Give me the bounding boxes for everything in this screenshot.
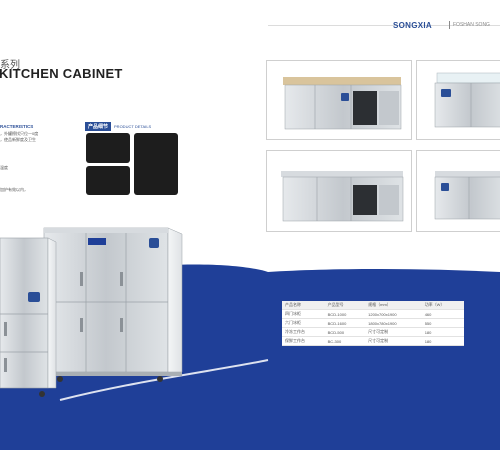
series-title-cn: 系列 xyxy=(0,60,20,71)
detail-photo-2 xyxy=(134,133,178,195)
detail-photo-1 xyxy=(86,133,130,163)
table-cell: 460 xyxy=(421,309,464,319)
product-card-2 xyxy=(416,60,500,140)
brand-separator xyxy=(449,21,450,29)
table-row: 六门冰柜 BCD-1600 1800x780x1900 550 xyxy=(282,318,464,328)
table-cell: BCD-1600 xyxy=(324,318,366,328)
product-card-1 xyxy=(266,60,412,140)
display-cabinet-photo xyxy=(434,72,500,128)
table-cell: 保鲜工作台 xyxy=(282,336,325,346)
brand-subtitle: FOSHAN SONG xyxy=(453,22,490,28)
spec-table-header-row: 产品名称 产品型号 规格（mm） 功率（W） xyxy=(282,301,464,310)
table-cell: 尺寸可定制 xyxy=(365,336,422,346)
spec-header-power: 功率（W） xyxy=(421,301,464,310)
header-rule xyxy=(268,25,500,26)
spec-header-name: 产品名称 xyxy=(282,301,325,310)
characteristics-label: RACTERISTICS xyxy=(0,124,34,129)
feature-line: ，外罐擦拭只位一0度 xyxy=(0,131,39,136)
product-detail-label: 产品细节 PRODUCT DETAILS xyxy=(85,121,152,131)
table-cell: 180 xyxy=(421,336,464,346)
detail-photo-3 xyxy=(86,166,130,195)
table-cell: BCD-500 xyxy=(324,327,366,337)
feature-line: 加护有效以内， xyxy=(0,187,28,192)
product-card-3 xyxy=(266,150,412,232)
table-cell: 1800x780x1900 xyxy=(365,318,422,328)
feature-line: ，使品新鲜度及卫生 xyxy=(0,136,36,142)
table-row: 保鲜工作台 BC-300 尺寸可定制 180 xyxy=(282,336,464,346)
spec-header-size: 规格（mm） xyxy=(365,301,422,310)
table-row: 冷冻工作台 BCD-500 尺寸可定制 180 xyxy=(282,327,464,337)
detail-label-en: PRODUCT DETAILS xyxy=(114,123,152,129)
spec-header-model: 产品型号 xyxy=(324,301,366,310)
page-title: KITCHEN CABINET xyxy=(0,66,123,81)
feature-line: 温度 xyxy=(0,164,8,170)
table-cell: 180 xyxy=(421,327,464,337)
table-cell: 550 xyxy=(421,318,464,328)
table-cell: 四门冰柜 xyxy=(282,309,325,319)
workbench-photo-3 xyxy=(434,171,500,220)
workbench-photo-1 xyxy=(283,77,402,130)
detail-label-cn: 产品细节 xyxy=(85,121,112,131)
six-door-fridge xyxy=(0,227,183,397)
table-cell: 1200x700x1900 xyxy=(365,309,422,319)
table-cell: BCD-1000 xyxy=(324,309,366,319)
table-cell: BC-300 xyxy=(324,336,366,346)
brand-name: SONGXIA xyxy=(393,21,432,30)
table-cell: 六门冰柜 xyxy=(282,318,325,328)
spec-table: 产品名称 产品型号 规格（mm） 功率（W） 四门冰柜 BCD-1000 120… xyxy=(282,301,464,346)
table-cell: 冷冻工作台 xyxy=(282,327,325,337)
table-row: 四门冰柜 BCD-1000 1200x700x1900 460 xyxy=(282,309,464,319)
table-cell: 尺寸可定制 xyxy=(365,327,422,337)
product-card-4 xyxy=(416,150,500,232)
workbench-photo-2 xyxy=(281,171,404,222)
